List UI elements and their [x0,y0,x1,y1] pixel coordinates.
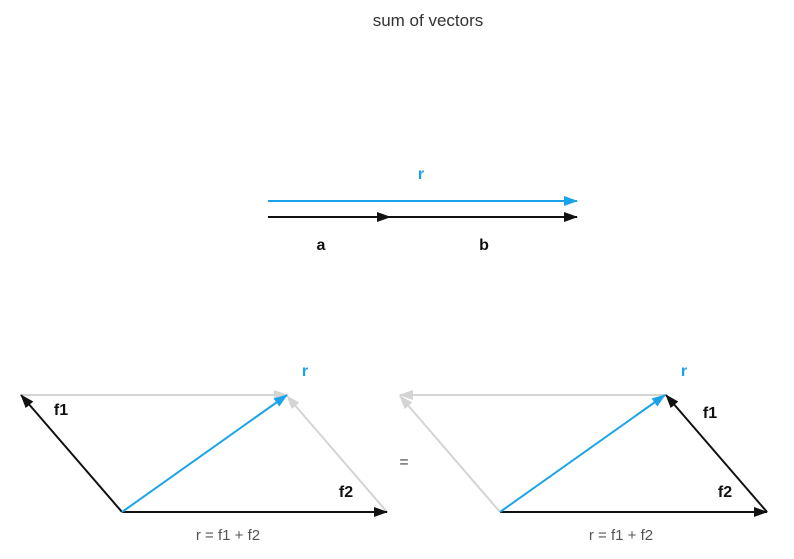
parallelogram-left: r f1 f2 r = f1 + f2 [20,363,388,544]
collinear-sum-group: r a b [268,166,578,254]
vector-f1-arrow [20,394,123,513]
formula-text: r = f1 + f2 [196,527,260,544]
label-a: a [317,237,326,254]
label-f2: f2 [339,484,353,501]
vector-r-arrow [121,394,288,513]
label-f1: f1 [54,402,68,419]
label-r: r [302,363,308,380]
gray-right-edge [286,395,388,513]
label-f1: f1 [703,405,717,422]
label-f2: f2 [718,484,732,501]
parallelogram-right: r f1 f2 r = f1 + f2 [399,363,768,544]
label-r: r [681,363,687,380]
diagram-title: sum of vectors [373,11,484,30]
vector-r-arrow [499,394,666,513]
label-r: r [418,166,424,183]
vector-f1-arrow [665,394,768,513]
formula-text: r = f1 + f2 [589,527,653,544]
equals-sign: = [399,454,408,471]
gray-left-edge [399,395,501,513]
label-b: b [479,237,489,254]
